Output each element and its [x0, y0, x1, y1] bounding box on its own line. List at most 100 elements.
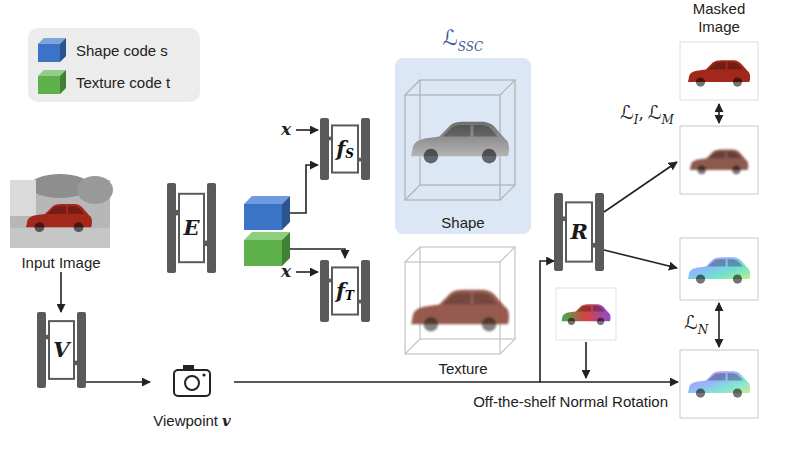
block-front [38, 76, 60, 94]
render-arrows-part [585, 342, 587, 378]
camera-icon-part [174, 370, 210, 396]
network-core [566, 202, 592, 261]
math-symbol: ℒ [648, 101, 662, 123]
network-bar [361, 118, 370, 180]
node-text: Texture [438, 360, 487, 377]
block-side [60, 38, 66, 62]
target-normal-image-part [688, 371, 750, 397]
node-label: fS [320, 118, 370, 180]
shape-volume: Shape [401, 66, 525, 232]
legend-swatch [38, 70, 68, 94]
node-label: ℒSSC [395, 26, 531, 50]
texture-volume: Texture [401, 243, 525, 378]
input-image: Input Image [8, 178, 114, 272]
math-symbol: S [345, 148, 354, 162]
viewpoint-network: V [37, 312, 86, 388]
flow-arrow [86, 381, 150, 383]
input-photo-part [10, 180, 36, 216]
network-bar [77, 312, 86, 388]
legend-text: Texture code t [76, 74, 170, 91]
target-normal-image [680, 350, 758, 418]
math-symbol: x [281, 261, 291, 281]
rendered-image [680, 126, 758, 194]
node-text: Input Image [21, 254, 100, 271]
shape-code-block-part [282, 196, 290, 230]
input-arrows [290, 130, 345, 272]
camera-icon-part [202, 373, 205, 376]
render-arrows-part [718, 104, 720, 123]
input-arrows-part [296, 129, 318, 131]
block-front [38, 44, 60, 62]
flow-arrow [234, 261, 554, 382]
shape-code-block-part [244, 196, 290, 204]
normal-rotation-image [556, 288, 616, 340]
camera-icon-part [185, 376, 199, 390]
masked-image: Masked Image [672, 0, 766, 102]
math-symbol: V [53, 338, 69, 362]
masked-photo-part [680, 42, 758, 100]
math-symbol: SSC [458, 40, 483, 54]
shape-code-block [244, 196, 290, 230]
network-bar [554, 193, 563, 271]
annotation-text: Off-the-shelf Normal Rotation [473, 393, 668, 410]
math-symbol: E [183, 216, 199, 240]
normal-rotation-image-part [562, 304, 611, 325]
input-photo-part [77, 176, 113, 204]
ssc-loss-panel: ℒSSCShape [395, 58, 531, 234]
node-text: Shape [441, 214, 484, 231]
input-photo [10, 174, 113, 248]
rendered-normal-image-part [680, 238, 758, 300]
label-group: x [281, 119, 291, 139]
label-group: Off-the-shelf Normal Rotation [446, 392, 668, 411]
math-symbol: N [698, 323, 709, 337]
label-group: x [281, 261, 291, 281]
masked-photo-part [688, 60, 750, 86]
network-core [179, 194, 204, 262]
shape-cube-part [405, 80, 515, 200]
math-symbol: M [662, 113, 674, 127]
code-block-icon [38, 38, 68, 62]
rendered-normal-image-part [688, 257, 750, 283]
math-symbol: R [571, 220, 588, 244]
math-symbol: x [281, 119, 291, 139]
network-bar [320, 260, 329, 322]
texture-code-block-part [244, 240, 282, 266]
normal-rotation-image-part [556, 288, 616, 340]
texture-cube-part [405, 247, 515, 354]
node-label: Masked Image [682, 0, 756, 37]
input-arrows-part [290, 249, 345, 258]
block-side-shade [60, 70, 66, 94]
code-block-icon [38, 70, 68, 94]
texture-cube-part [411, 290, 509, 332]
masked-photo [680, 42, 758, 100]
math-symbol: , [638, 103, 643, 123]
ssc-panel-ground [395, 58, 531, 234]
network-bar [37, 312, 46, 388]
network-bar [595, 193, 604, 271]
legend-box [28, 28, 200, 102]
texture-code-block-part [282, 232, 290, 266]
rendered-normal-image [680, 238, 758, 300]
texture-code-block-part [244, 232, 290, 240]
target-normal-image-part [680, 350, 758, 418]
math-symbol: f [336, 137, 345, 161]
input-arrows-part [290, 165, 318, 213]
render-arrows-part [604, 162, 677, 212]
node-label: Viewpointv [150, 412, 234, 430]
input-photo-part [26, 204, 92, 232]
network-core [332, 267, 358, 314]
node-label: E [167, 183, 216, 273]
texture-cube-part-part [405, 247, 515, 354]
render-arrows-part [718, 303, 720, 347]
math-symbol: f [336, 279, 345, 303]
label-group: ℒN [684, 311, 708, 334]
render-arrows-part [540, 381, 678, 383]
input-arrows-part [296, 271, 318, 273]
node-label: fT [320, 260, 370, 322]
network-core [49, 321, 74, 379]
texture-cube [405, 247, 515, 354]
shape-cube-part-part [405, 80, 515, 200]
